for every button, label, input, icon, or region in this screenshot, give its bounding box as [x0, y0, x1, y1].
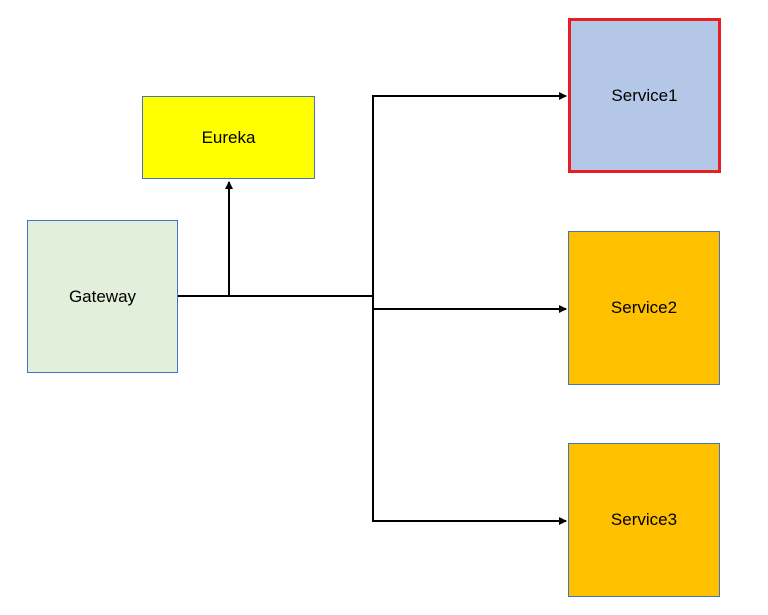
service2-node[interactable]: Service2 [568, 231, 720, 385]
gateway-node[interactable]: Gateway [27, 220, 178, 373]
eureka-node[interactable]: Eureka [142, 96, 315, 179]
eureka-label: Eureka [201, 127, 256, 147]
service1-node[interactable]: Service1 [568, 18, 721, 173]
service1-label: Service1 [611, 85, 678, 105]
gateway-label: Gateway [68, 286, 137, 306]
service3-node[interactable]: Service3 [568, 443, 720, 597]
service2-label: Service2 [610, 298, 678, 317]
service3-label: Service3 [610, 510, 678, 529]
